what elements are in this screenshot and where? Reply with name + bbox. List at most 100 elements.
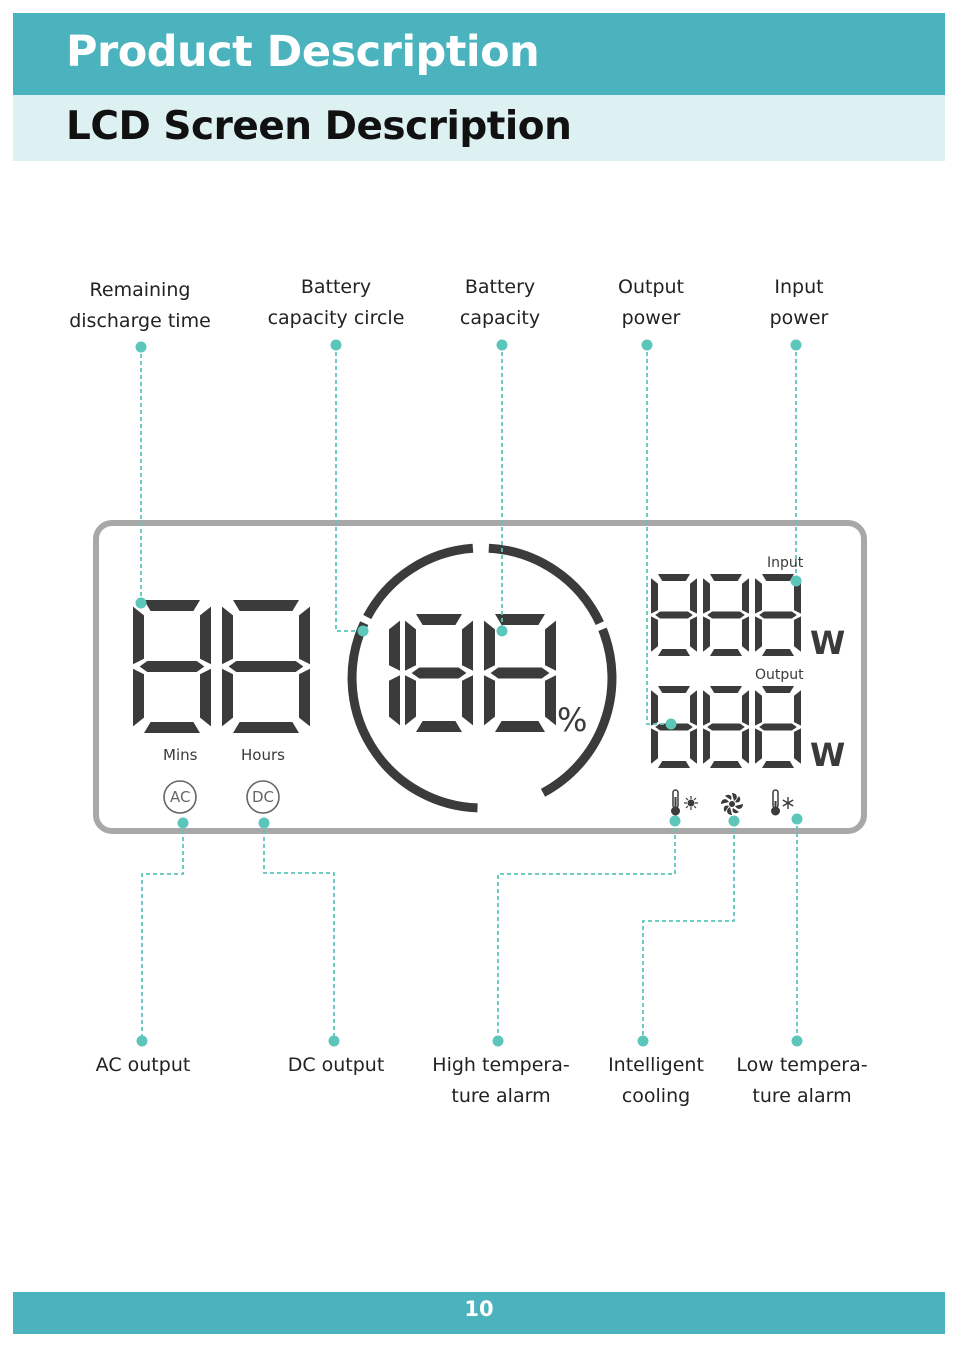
segment-a [658, 574, 690, 581]
high-temp-leader-dot-start [670, 816, 681, 827]
label-battery-capacity-circle: Battery capacity circle [236, 272, 436, 334]
ac-leader-line [142, 823, 183, 1041]
segment-d [658, 761, 690, 768]
hours-label: Hours [241, 746, 285, 764]
segment-c [690, 616, 697, 651]
segment-a [710, 574, 742, 581]
input-leader-dot-end [791, 576, 802, 587]
input-digit-2 [703, 574, 749, 656]
segment-d [710, 761, 742, 768]
high-temp-icon [672, 790, 699, 815]
segment-e [703, 728, 710, 763]
low-temp-leader-dot-start [792, 814, 803, 825]
segment-g [412, 668, 467, 679]
low-temp-icon [772, 790, 794, 815]
segment-a [233, 600, 299, 611]
segment-f [755, 690, 762, 725]
segment-d [658, 649, 690, 656]
segment-c [299, 669, 310, 727]
segment-f [484, 621, 495, 671]
segment-c [545, 675, 556, 725]
dc-badge-text: DC [252, 788, 274, 806]
segment-a [762, 574, 794, 581]
segment-f [703, 578, 710, 613]
output-leader-line [647, 345, 671, 724]
input-digit-3 [755, 574, 801, 656]
segment-c [742, 616, 749, 651]
segment-b [742, 690, 749, 725]
output-leader-dot-end [666, 719, 677, 730]
ac-badge-text: AC [170, 788, 190, 806]
dc-leader-line [264, 823, 334, 1041]
segment-c [200, 669, 211, 727]
label-remaining-discharge-time: Remaining discharge time [40, 275, 240, 337]
segment-f [651, 690, 658, 725]
low-temp-leader-dot-end [792, 1036, 803, 1047]
segment-b [299, 607, 310, 665]
segment-f [755, 578, 762, 613]
segment-g [759, 724, 797, 731]
label-low-temperature-alarm: Low tempera- ture alarm [712, 1050, 892, 1112]
segment-d [762, 649, 794, 656]
segment-b [462, 621, 473, 671]
segment-c [794, 616, 801, 651]
segment-e [133, 669, 144, 727]
segment-b [389, 621, 400, 671]
segment-c [690, 728, 697, 763]
segment-d [762, 761, 794, 768]
segment-a [710, 686, 742, 693]
remaining-leader-dot-end [136, 598, 147, 609]
watt-output-unit: W [810, 736, 845, 774]
output-digit-3 [755, 686, 801, 768]
segment-f [703, 690, 710, 725]
high-temp-leader-dot-end [493, 1036, 504, 1047]
segment-f [405, 621, 416, 671]
label-dc-output: DC output [256, 1050, 416, 1081]
segment-a [144, 600, 200, 611]
segment-e [651, 616, 658, 651]
segment-b [545, 621, 556, 671]
dc-leader-dot-end [329, 1036, 340, 1047]
segment-a [658, 686, 690, 693]
segment-g [229, 661, 304, 672]
capacity-digit-2 [405, 614, 473, 732]
segment-d [416, 721, 462, 732]
capacity-ring [352, 548, 612, 808]
mins-label: Mins [163, 746, 197, 764]
segment-d [144, 722, 200, 733]
segment-g [491, 668, 550, 679]
segment-f [222, 607, 233, 665]
circle-leader-dot-end [358, 626, 369, 637]
segment-d [710, 649, 742, 656]
cooling-leader-dot-start [729, 816, 740, 827]
label-intelligent-cooling: Intelligent cooling [586, 1050, 726, 1112]
percent-sign: % [557, 701, 587, 739]
segment-e [651, 728, 658, 763]
segment-c [742, 728, 749, 763]
ac-leader-dot-end [137, 1036, 148, 1047]
ring-segment-0 [489, 548, 600, 623]
segment-b [794, 690, 801, 725]
segment-b [690, 578, 697, 613]
segment-e [222, 669, 233, 727]
label-input-power: Input power [729, 272, 869, 334]
segment-e [405, 675, 416, 725]
segment-g [140, 661, 205, 672]
input-leader-dot-start [791, 340, 802, 351]
watt-input-unit: W [810, 624, 845, 662]
segment-g [759, 612, 797, 619]
circle-leader-line [336, 345, 363, 631]
segment-b [742, 578, 749, 613]
segment-b [200, 607, 211, 665]
label-high-temperature-alarm: High tempera- ture alarm [411, 1050, 591, 1112]
fan-icon [721, 793, 743, 815]
cooling-leader-dot-end [638, 1036, 649, 1047]
input-digit-1 [651, 574, 697, 656]
segment-c [794, 728, 801, 763]
segment-b [690, 690, 697, 725]
segment-e [703, 616, 710, 651]
input-label: Input [767, 555, 803, 571]
segment-f [651, 578, 658, 613]
segment-a [416, 614, 462, 625]
